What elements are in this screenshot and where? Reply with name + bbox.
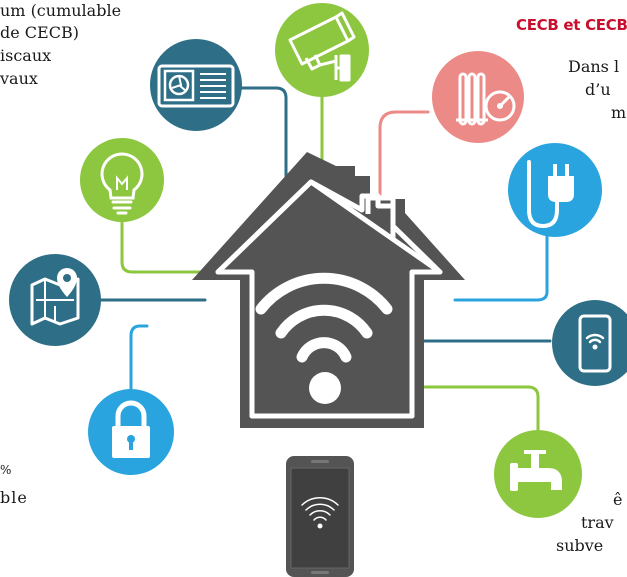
radiator-thermostat-icon bbox=[432, 51, 524, 143]
right-text-line-3: m bbox=[611, 103, 627, 122]
padlock-icon bbox=[88, 389, 174, 475]
right-text-line-6: subve bbox=[556, 536, 604, 555]
water-faucet-icon bbox=[494, 430, 582, 518]
right-text-line-2: d’u bbox=[585, 80, 611, 99]
map-location-icon bbox=[9, 254, 101, 346]
left-text-line-2: de CECB) bbox=[0, 23, 79, 42]
left-text-line-3: iscaux bbox=[0, 46, 52, 65]
smartphone-wifi-icon bbox=[552, 300, 627, 386]
power-plug-icon bbox=[508, 143, 602, 237]
light-bulb-icon bbox=[80, 138, 164, 222]
right-text-line-5: trav bbox=[581, 513, 614, 532]
left-text-line-5: % bbox=[0, 463, 12, 477]
security-camera-icon bbox=[275, 3, 369, 97]
phone-wifi-icon bbox=[286, 456, 354, 577]
house-hub bbox=[192, 152, 465, 428]
left-text-line-6: ble bbox=[0, 488, 28, 507]
section-heading: CECB et CECB bbox=[516, 16, 627, 34]
right-text-line-4: ê bbox=[613, 490, 623, 509]
air-conditioner-icon bbox=[150, 39, 242, 131]
left-text-line-1: um (cumulable bbox=[0, 1, 122, 20]
right-text-line-1: Dans l bbox=[568, 57, 620, 76]
wifi-icon bbox=[255, 272, 393, 363]
left-text-line-4: vaux bbox=[0, 69, 38, 88]
